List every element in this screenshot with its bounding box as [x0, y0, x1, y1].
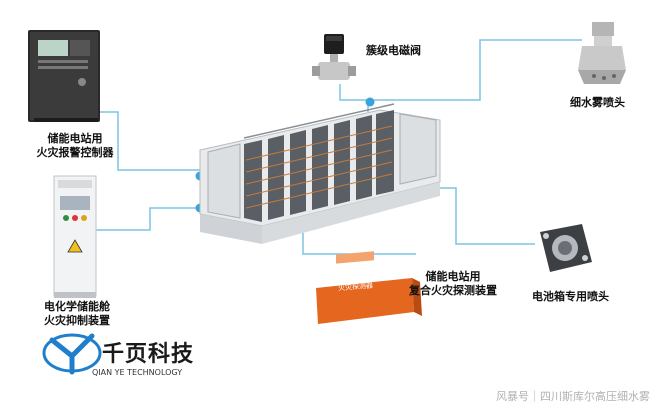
fire-detector-image [316, 251, 422, 324]
controller-label-line2: 火灾报警控制器 [36, 146, 114, 159]
suppression-device-image [53, 175, 97, 298]
controller-label-line1: 储能电站用 [47, 132, 103, 145]
solenoid-valve-image [312, 34, 356, 80]
battery-box-nozzle-image [540, 224, 592, 272]
detector-label-line1: 储能电站用 [425, 270, 481, 283]
valve-label: 簇级电磁阀 [366, 44, 421, 57]
mist-nozzle-label: 细水雾喷头 [570, 96, 625, 109]
connector-suppression [96, 207, 200, 231]
controller-label: 储能电站用 火灾报警控制器 [22, 132, 128, 160]
logo-mark [42, 333, 102, 375]
suppression-label-line1: 电化学储能舱 [44, 300, 110, 313]
suppression-label-line2: 火灾抑制装置 [44, 314, 110, 327]
energy-storage-container-image [199, 103, 441, 244]
connector-controller [100, 111, 200, 171]
suppression-device-label: 电化学储能舱 火灾抑制装置 [30, 300, 124, 328]
logo-name: 千页科技 [102, 342, 195, 367]
alarm-controller-image [28, 30, 100, 122]
connector-mist-nozzle [370, 39, 582, 101]
mist-nozzle-image [578, 22, 626, 84]
battery-racks [244, 110, 394, 222]
rack-modules [245, 125, 393, 209]
battery-nozzle-label: 电池箱专用喷头 [532, 290, 609, 303]
connector-valve [339, 84, 369, 112]
detector-label-line2: 复合火灾探测装置 [409, 284, 497, 297]
detector-label: 储能电站用 复合火灾探测装置 [398, 270, 508, 298]
dot-valve [365, 97, 375, 107]
watermark: 风暴号｜四川斯库尔高压细水雾 [496, 390, 650, 403]
logo-subtitle: QIAN YE TECHNOLOGY [92, 368, 183, 377]
